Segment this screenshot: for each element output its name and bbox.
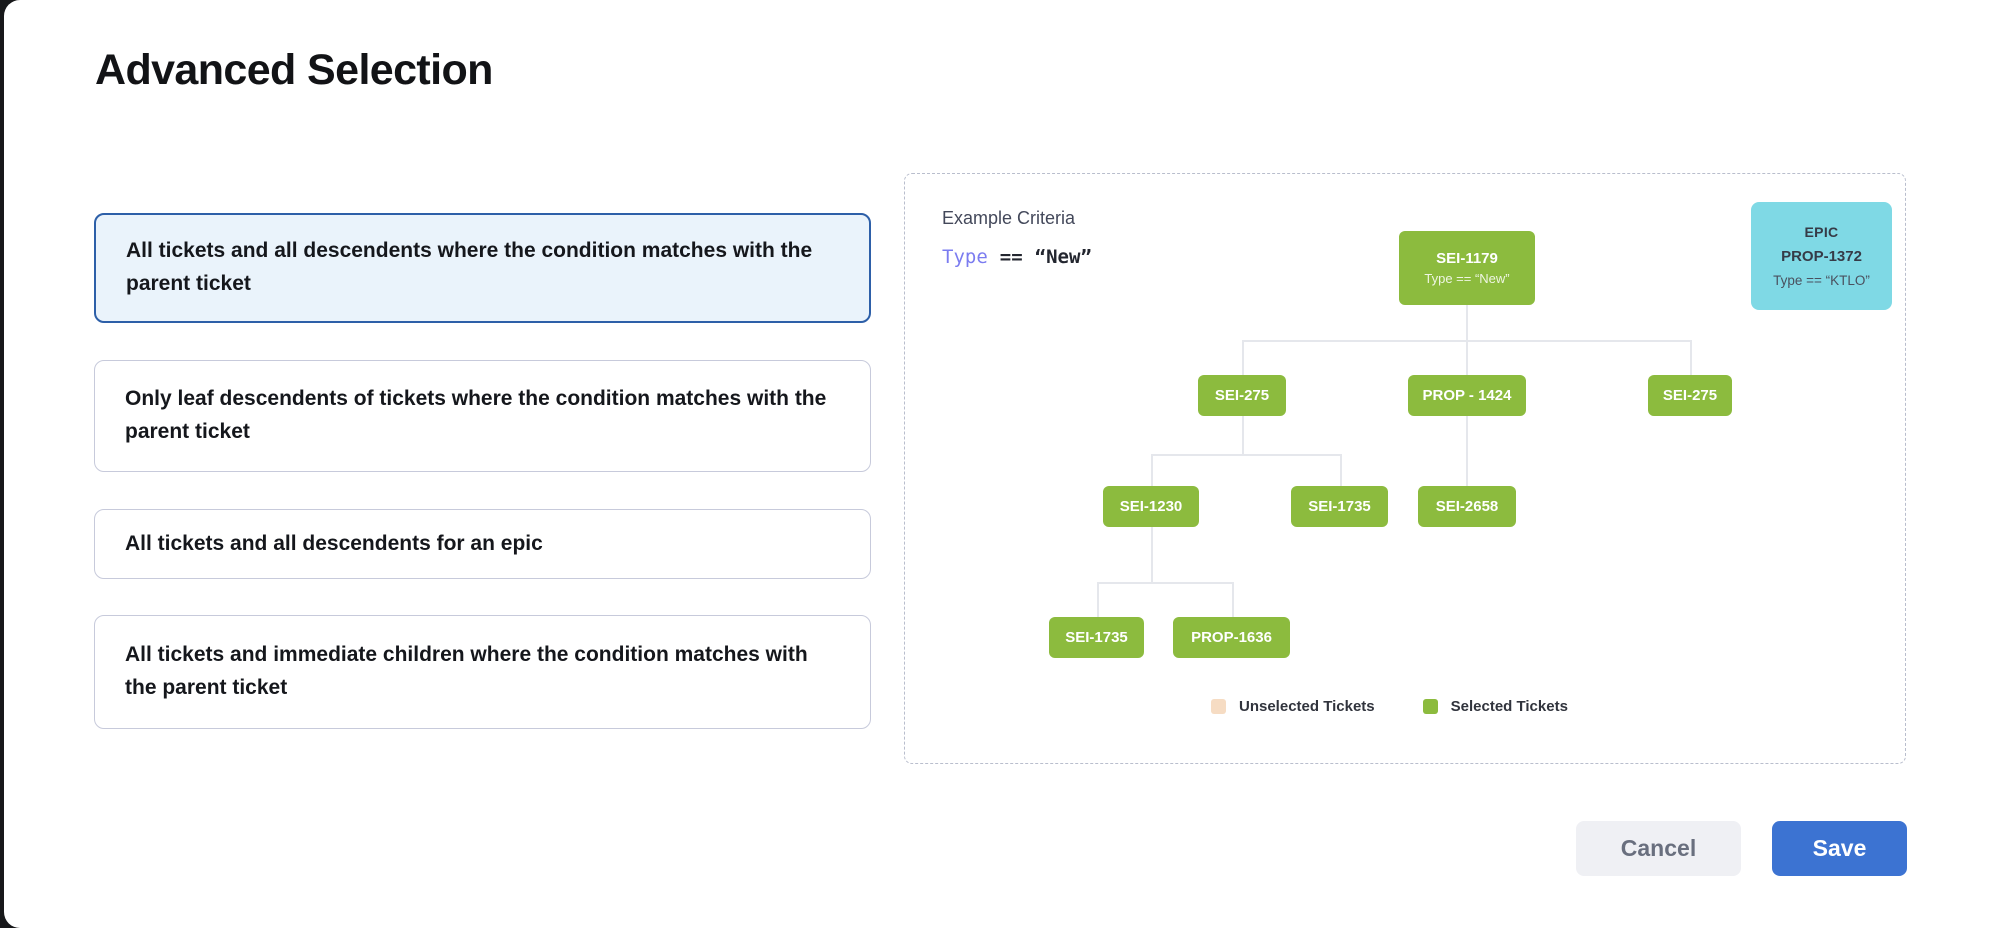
epic-card: EPIC PROP-1372 Type == “KTLO” — [1751, 202, 1892, 310]
tree-node: SEI-1735 — [1291, 486, 1388, 527]
option-all-descendents-condition[interactable]: All tickets and all descendents where th… — [94, 213, 871, 323]
page-title: Advanced Selection — [95, 46, 493, 94]
tree-connector — [1097, 582, 1233, 584]
tree-node: SEI-2658 — [1418, 486, 1516, 527]
option-label: All tickets and all descendents where th… — [126, 239, 813, 295]
example-criteria-heading: Example Criteria — [942, 208, 1076, 228]
option-label: All tickets and immediate children where… — [125, 643, 808, 699]
tree-node: SEI-275 — [1648, 375, 1732, 416]
tree-node-condition: Type == “New” — [1424, 271, 1510, 286]
option-label: All tickets and all descendents for an e… — [125, 531, 543, 555]
tree-connector — [1340, 454, 1342, 486]
tree-connector — [1151, 454, 1153, 486]
tree-connector — [1466, 305, 1468, 340]
advanced-selection-dialog: Advanced Selection All tickets and all d… — [4, 0, 1990, 928]
tree-connector — [1466, 416, 1468, 486]
option-immediate-children-condition[interactable]: All tickets and immediate children where… — [94, 615, 871, 729]
tree-connector — [1232, 582, 1234, 617]
option-label: Only leaf descendents of tickets where t… — [125, 387, 827, 443]
selected-tickets-swatch — [1422, 699, 1438, 714]
example-panel: Example Criteria Type == “New” EPIC PROP… — [904, 173, 1906, 764]
criteria-field: Type — [942, 246, 988, 268]
cancel-button[interactable]: Cancel — [1576, 821, 1741, 876]
tree-connector — [1690, 340, 1692, 375]
epic-card-condition: Type == “KTLO” — [1773, 273, 1870, 288]
tree-connector — [1242, 340, 1244, 375]
tree-node-root: SEI-1179 Type == “New” — [1399, 231, 1535, 305]
tree-connector — [1151, 454, 1341, 456]
selected-tickets-label: Selected Tickets — [1450, 698, 1568, 715]
unselected-tickets-swatch — [1211, 699, 1226, 714]
unselected-tickets-label: Unselected Tickets — [1239, 698, 1375, 715]
tree-node: SEI-275 — [1198, 375, 1286, 416]
option-all-descendents-epic[interactable]: All tickets and all descendents for an e… — [94, 509, 871, 579]
tree-connector — [1242, 416, 1244, 454]
save-button[interactable]: Save — [1772, 821, 1907, 876]
tree-connector — [1151, 527, 1153, 582]
tree-node: PROP-1636 — [1173, 617, 1290, 658]
criteria-value: “New” — [1034, 246, 1092, 268]
example-criteria-expression: Type == “New” — [942, 246, 1092, 268]
epic-card-title: EPIC — [1804, 224, 1839, 240]
tree-node: PROP - 1424 — [1408, 375, 1526, 416]
tree-node: SEI-1735 — [1049, 617, 1144, 658]
option-leaf-descendents-condition[interactable]: Only leaf descendents of tickets where t… — [94, 360, 871, 472]
tree-connector — [1097, 582, 1099, 617]
tree-connector — [1466, 340, 1468, 375]
tree-node-label: SEI-1179 — [1436, 250, 1498, 267]
tree-node: SEI-1230 — [1103, 486, 1199, 527]
epic-card-ticket-id: PROP-1372 — [1781, 248, 1862, 265]
legend: Unselected Tickets Selected Tickets — [1211, 698, 1568, 715]
criteria-operator: == — [999, 246, 1023, 268]
